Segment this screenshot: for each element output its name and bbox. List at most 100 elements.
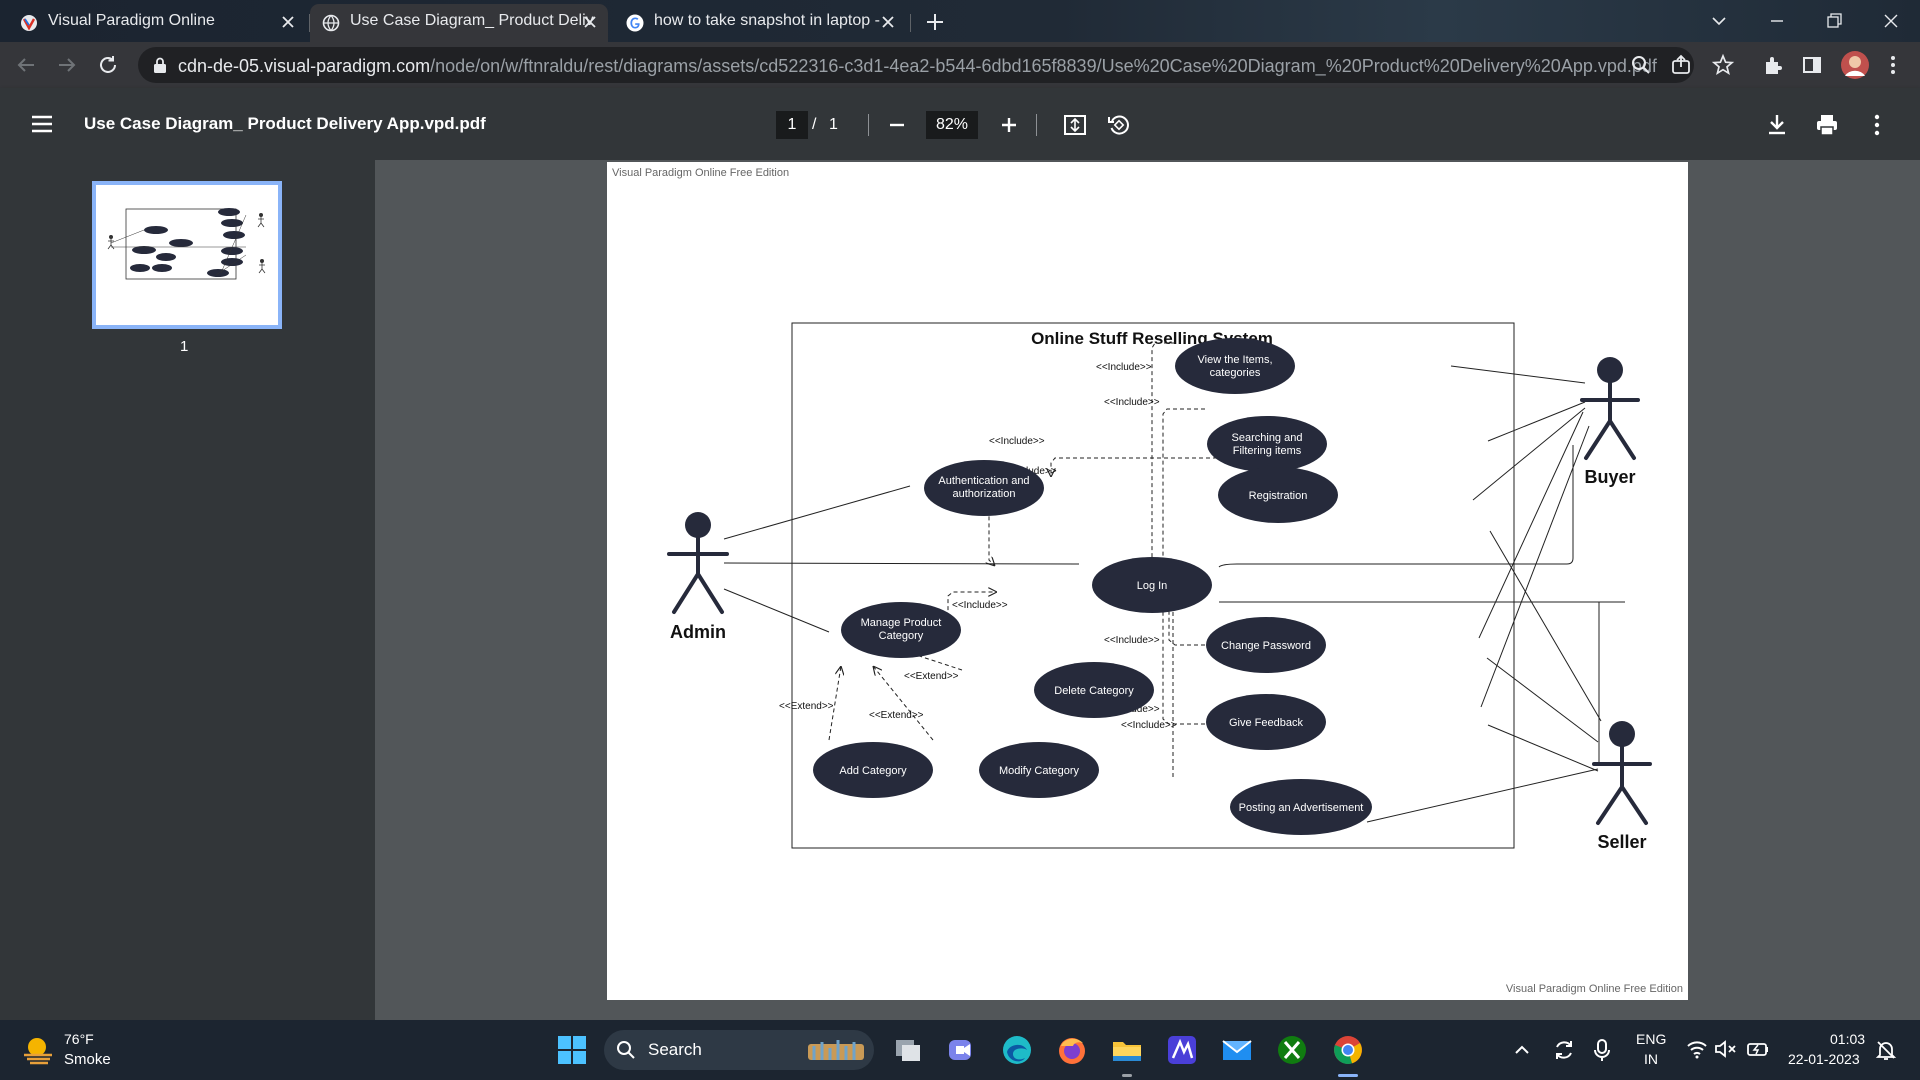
include-label: <<Include>> — [989, 436, 1045, 447]
close-tab-icon[interactable] — [880, 14, 896, 30]
chrome-icon[interactable] — [1332, 1034, 1364, 1066]
teams-chat-icon[interactable] — [946, 1034, 978, 1066]
file-explorer-icon[interactable] — [1111, 1034, 1143, 1066]
vpn-app-icon[interactable] — [1166, 1034, 1198, 1066]
actor-admin-label: Admin — [670, 622, 726, 642]
zoom-out-icon[interactable] — [884, 112, 910, 138]
close-window-icon[interactable] — [1878, 8, 1904, 34]
weather-sun-haze-icon[interactable] — [22, 1034, 56, 1066]
lock-icon[interactable] — [152, 56, 168, 74]
tab-visual-paradigm-online[interactable]: Visual Paradigm Online — [8, 4, 306, 42]
assoc-seller-posting — [1366, 768, 1599, 823]
extend-label: <<Extend>> — [904, 671, 959, 682]
system-boundary — [791, 322, 1515, 849]
toolbar-divider — [1036, 114, 1037, 136]
download-icon[interactable] — [1764, 112, 1790, 138]
extend-modify-manage — [873, 666, 934, 741]
mail-icon[interactable] — [1221, 1034, 1253, 1066]
share-icon[interactable] — [1670, 54, 1692, 76]
edge-browser-icon[interactable] — [1001, 1034, 1033, 1066]
page-thumbnail[interactable] — [92, 181, 282, 329]
sync-icon[interactable] — [1552, 1038, 1576, 1062]
tab-title: how to take snapshot in laptop - — [654, 12, 880, 29]
use-case-add-category: Add Category — [813, 742, 933, 798]
back-arrow-icon[interactable] — [14, 53, 38, 77]
tab-separator — [910, 14, 911, 32]
microphone-icon[interactable] — [1592, 1038, 1612, 1062]
task-view-icon[interactable] — [892, 1034, 924, 1066]
tab-search-chevron-icon[interactable] — [1706, 8, 1732, 34]
minimize-icon[interactable] — [1764, 8, 1790, 34]
print-icon[interactable] — [1814, 112, 1840, 138]
url-text[interactable]: cdn-de-05.visual-paradigm.com/node/on/w/… — [178, 56, 1657, 77]
clock-date[interactable]: 22-01-2023 — [1788, 1051, 1860, 1067]
assoc-buyer-registration — [1472, 407, 1586, 501]
use-case-label: Searching and — [1232, 432, 1303, 444]
zoom-level-input[interactable]: 82% — [926, 111, 978, 139]
assoc-buyer-search — [1487, 401, 1586, 442]
firefox-icon[interactable] — [1056, 1034, 1088, 1066]
close-tab-icon[interactable] — [280, 14, 296, 30]
zoom-in-icon[interactable] — [996, 112, 1022, 138]
xbox-icon[interactable] — [1276, 1034, 1308, 1066]
tab-use-case-diagram[interactable]: Use Case Diagram_ Product Deliv — [310, 4, 608, 42]
association-lines — [723, 365, 1625, 823]
tab-google-search[interactable]: how to take snapshot in laptop - — [614, 4, 904, 42]
assoc-seller-feedback — [1487, 724, 1599, 772]
include-search-login — [1162, 408, 1205, 564]
language-code[interactable]: ENG — [1636, 1031, 1667, 1047]
wifi-icon[interactable] — [1686, 1038, 1708, 1060]
more-options-icon[interactable] — [1864, 112, 1890, 138]
restore-icon[interactable] — [1821, 8, 1847, 34]
assoc-buyer-login — [1218, 445, 1574, 568]
use-case-label: Posting an Advertisement — [1239, 802, 1364, 814]
omnibox[interactable]: cdn-de-05.visual-paradigm.com/node/on/w/… — [138, 47, 1694, 83]
watermark-top: Visual Paradigm Online Free Edition — [612, 167, 789, 179]
profile-avatar[interactable] — [1840, 50, 1870, 80]
assoc-admin-login — [723, 562, 1080, 565]
include-label: <<Include>> — [1104, 635, 1160, 646]
include-change-password-login — [1119, 584, 1205, 646]
windows-taskbar: 76°F Smoke Search ENG IN 01:03 22-01-202… — [0, 1020, 1920, 1080]
hamburger-menu-icon[interactable] — [29, 111, 55, 137]
notifications-bell-icon[interactable] — [1874, 1038, 1898, 1062]
rotate-icon[interactable] — [1106, 112, 1132, 138]
thumbnail-preview-image — [107, 208, 266, 280]
weather-description[interactable]: Smoke — [64, 1051, 111, 1068]
use-case-give-feedback: Give Feedback — [1206, 694, 1326, 750]
volume-muted-icon[interactable] — [1714, 1038, 1738, 1060]
chrome-menu-icon[interactable] — [1882, 54, 1904, 76]
clock-time[interactable]: 01:03 — [1830, 1031, 1866, 1047]
side-panel-icon[interactable] — [1801, 54, 1823, 76]
use-case-label: Give Feedback — [1229, 717, 1303, 729]
search-highlight-illustration-icon — [808, 1040, 864, 1060]
use-case-label: Category — [879, 630, 924, 642]
weather-temperature[interactable]: 76°F — [64, 1031, 94, 1047]
search-icon — [617, 1041, 635, 1059]
include-label: <<Include>> — [1121, 720, 1177, 731]
bookmark-star-icon[interactable] — [1711, 53, 1735, 76]
close-tab-icon[interactable] — [582, 14, 598, 30]
battery-charging-icon[interactable] — [1746, 1038, 1770, 1060]
reload-icon[interactable] — [96, 53, 120, 77]
use-case-label: Change Password — [1221, 640, 1311, 652]
forward-arrow-icon[interactable] — [55, 53, 79, 77]
show-hidden-icons-chevron-icon[interactable] — [1512, 1040, 1532, 1060]
fit-to-page-icon[interactable] — [1062, 112, 1088, 138]
use-case-diagram: Visual Paradigm Online Free Edition Visu… — [612, 167, 1683, 995]
new-tab-icon[interactable] — [922, 9, 948, 35]
zoom-magnifier-icon[interactable] — [1630, 54, 1652, 76]
use-case-label: categories — [1210, 367, 1261, 379]
assoc-admin-auth — [723, 485, 911, 540]
keyboard-region[interactable]: IN — [1644, 1051, 1658, 1067]
include-feedback-login — [1162, 592, 1205, 725]
windows-start-icon[interactable] — [556, 1034, 588, 1066]
extend-add-manage — [828, 666, 841, 741]
search-placeholder: Search — [648, 1040, 702, 1059]
extensions-puzzle-icon[interactable] — [1762, 54, 1784, 76]
use-case-label: Add Category — [839, 765, 907, 777]
page-number-input[interactable]: 1 — [776, 111, 808, 139]
url-path: /node/on/w/ftnraldu/rest/diagrams/assets… — [430, 56, 1657, 76]
use-case-manage-category: Manage Product Category — [841, 602, 961, 658]
taskbar-search-box[interactable]: Search — [604, 1030, 874, 1070]
